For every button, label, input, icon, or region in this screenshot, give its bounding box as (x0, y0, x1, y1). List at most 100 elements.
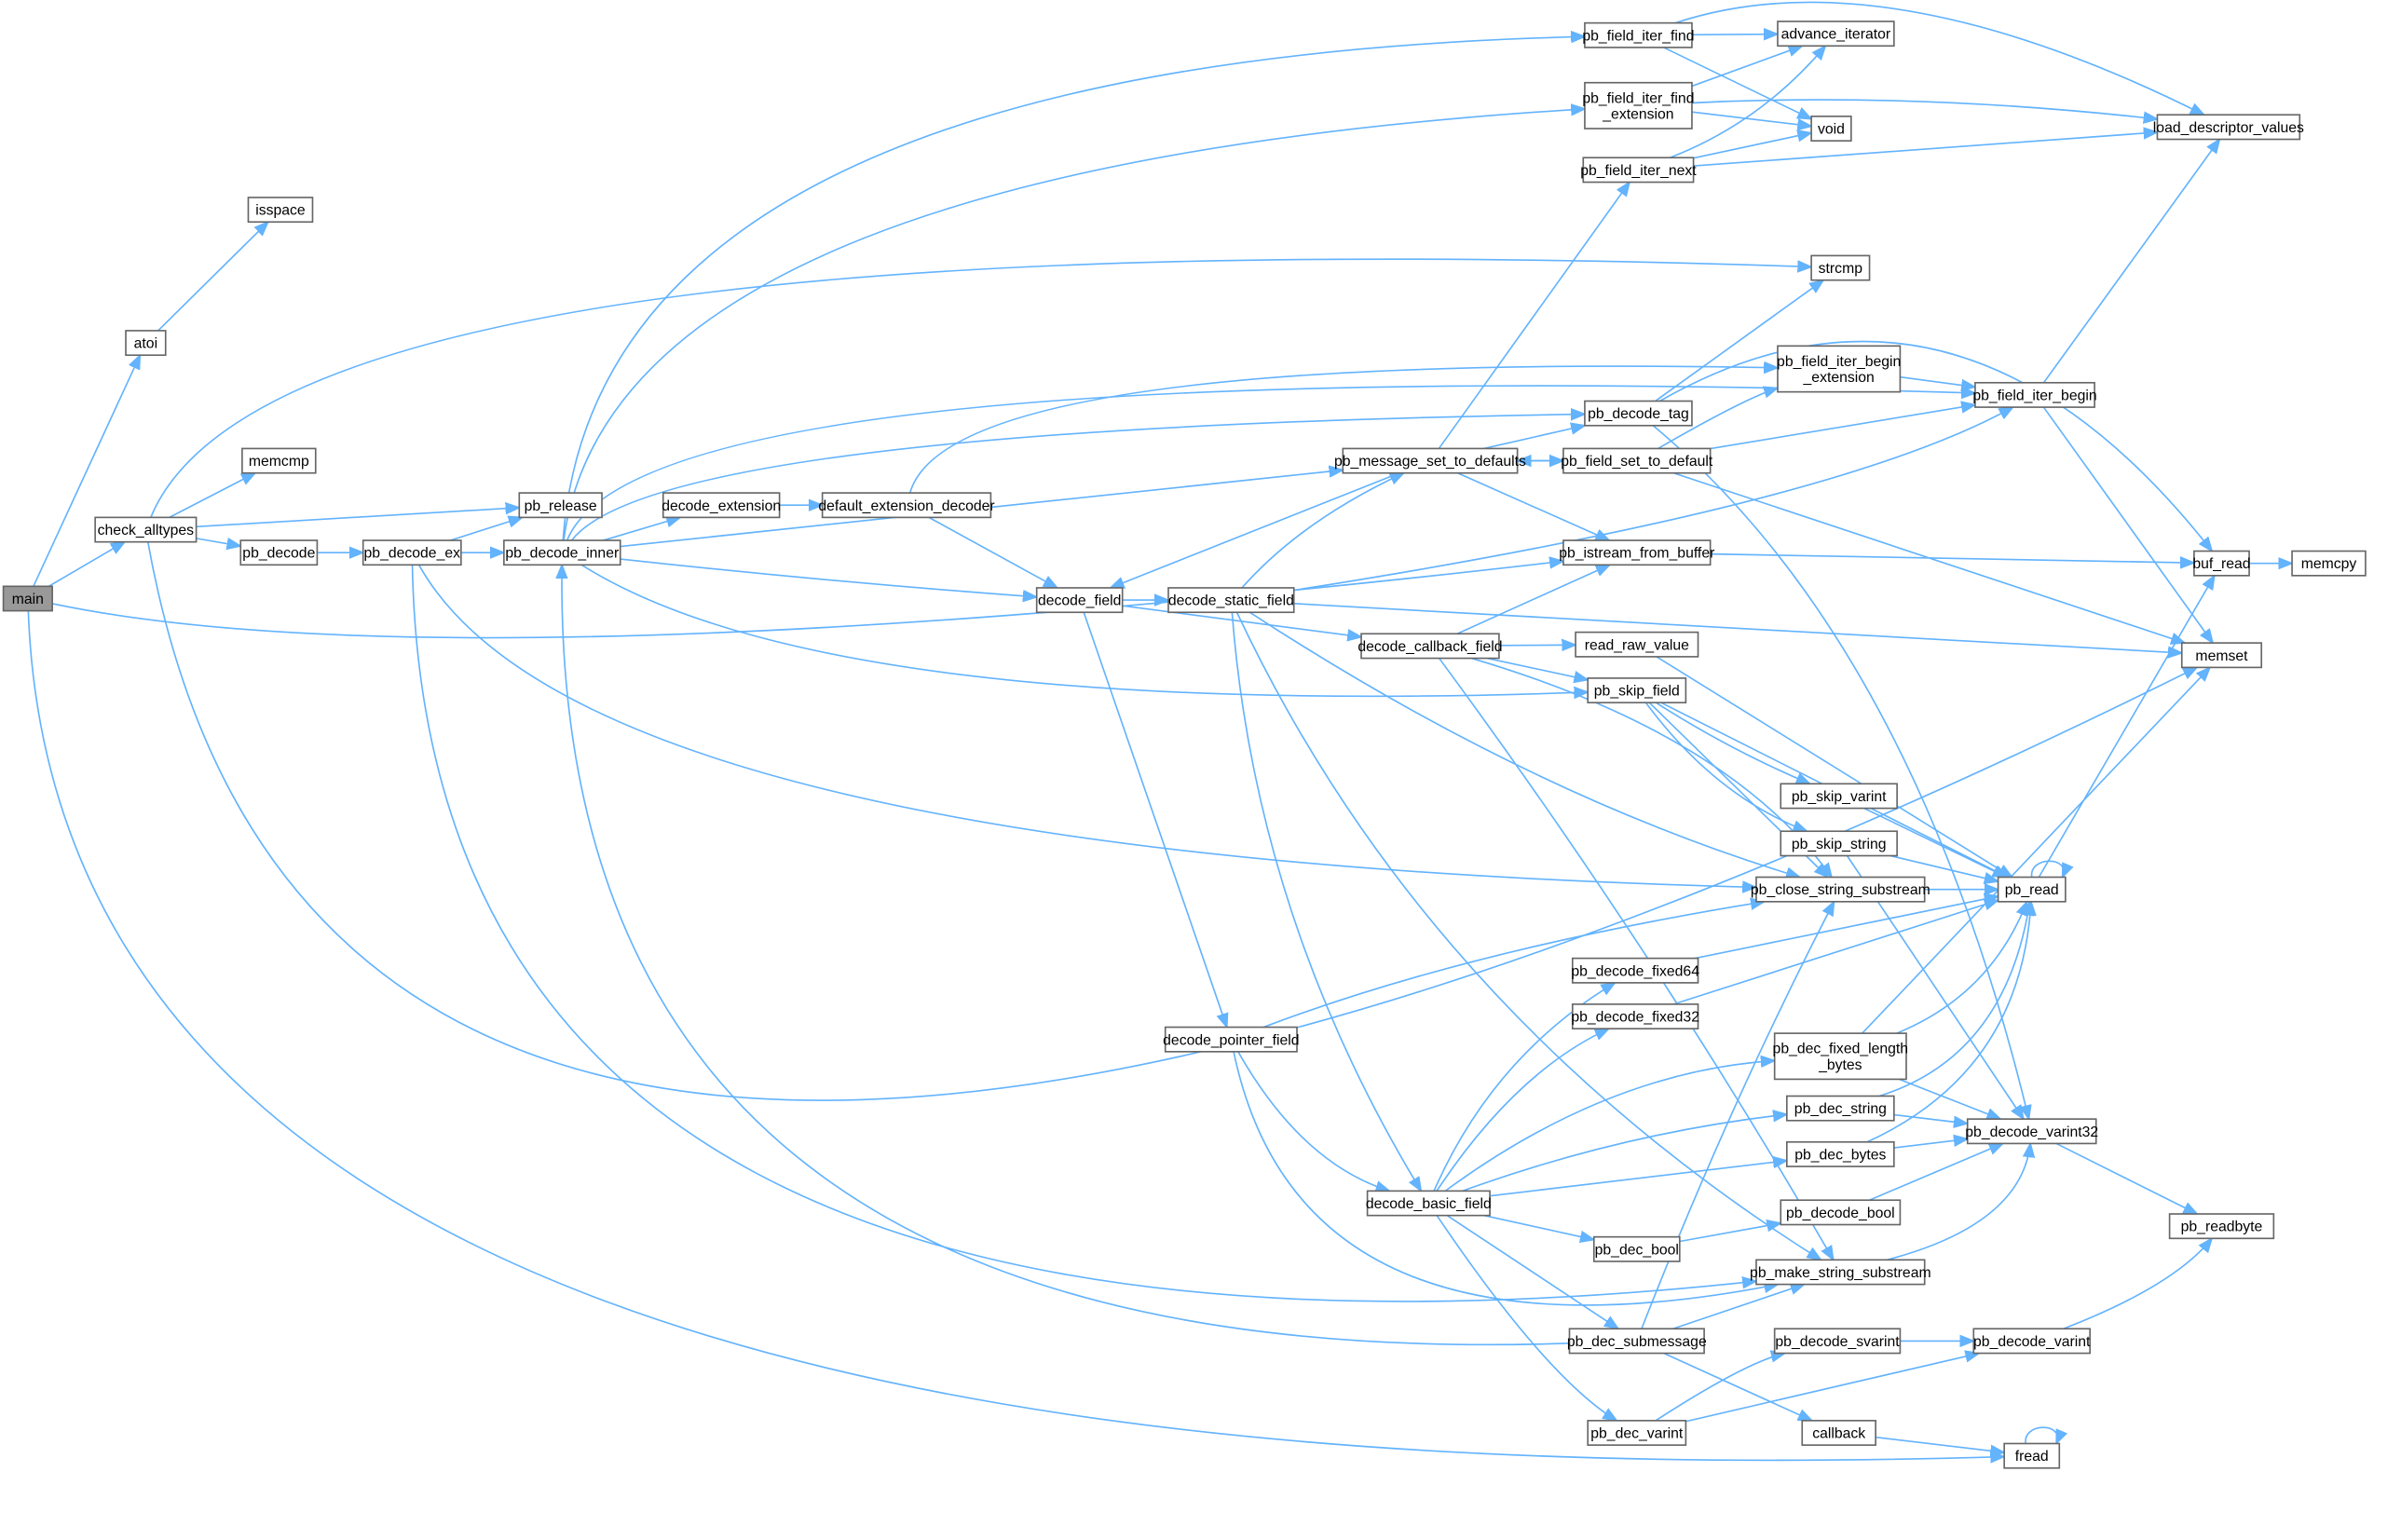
node-read_raw_value[interactable]: read_raw_value (1575, 631, 1699, 658)
edge-decode_static_field-to-pb_make_string_substream (1235, 611, 1821, 1260)
node-box (1780, 830, 1898, 857)
node-pb_istream_from_buffer[interactable]: pb_istream_from_buffer (1559, 539, 1714, 566)
node-pb_decode_bool[interactable]: pb_decode_bool (1780, 1199, 1902, 1226)
node-pb_decode_fixed32[interactable]: pb_decode_fixed32 (1571, 1003, 1699, 1030)
node-label: pb_skip_string (1792, 837, 1887, 852)
edge-pb_field_set_to_default-to-pb_field_iter_begin (1710, 405, 1975, 450)
node-pb_make_string_substream[interactable]: pb_make_string_substream (1750, 1259, 1931, 1286)
edge-check_alltypes-to-pb_decode (196, 538, 241, 546)
edge-check_alltypes-to-pb_release (196, 508, 520, 528)
node-label: void (1818, 122, 1845, 138)
node-callback[interactable]: callback (1801, 1420, 1876, 1446)
node-box (1972, 1328, 2091, 1355)
node-label: pb_dec_submessage (1567, 1334, 1707, 1350)
node-label: memset (2195, 648, 2248, 664)
node-label: _bytes (1818, 1057, 1862, 1073)
node-pb_message_set_to_defaults[interactable]: pb_message_set_to_defaults (1334, 447, 1526, 474)
node-pb_field_iter_begin[interactable]: pb_field_iter_begin (1972, 381, 2097, 408)
node-pb_decode_ex[interactable]: pb_decode_ex (362, 539, 462, 566)
node-load_descriptor_values[interactable]: load_descriptor_values (2153, 114, 2304, 141)
edge-pb_dec_fixed_length_bytes-to-memset (1862, 667, 2210, 1034)
edge-decode_callback_field-to-pb_make_string_substream (1439, 658, 1834, 1261)
node-pb_skip_field[interactable]: pb_skip_field (1587, 677, 1687, 704)
node-buf_read[interactable]: buf_read (2192, 550, 2251, 577)
node-memcmp[interactable]: memcmp (241, 447, 317, 474)
node-pb_dec_string[interactable]: pb_dec_string (1786, 1095, 1895, 1122)
node-memset[interactable]: memset (2180, 642, 2263, 669)
node-pb_field_iter_next[interactable]: pb_field_iter_next (1580, 157, 1697, 184)
node-label: buf_read (2192, 556, 2250, 572)
node-main[interactable]: main (2, 585, 53, 612)
node-box (1810, 254, 1871, 281)
node-pb_close_string_substream[interactable]: pb_close_string_substream (1751, 876, 1930, 903)
node-advance_iterator[interactable]: advance_iterator (1777, 20, 1895, 48)
node-pb_decode_varint32[interactable]: pb_decode_varint32 (1965, 1118, 2098, 1145)
edge-decode_pointer_field-to-pb_close_string_substream (1262, 902, 1765, 1029)
node-decode_pointer_field[interactable]: decode_pointer_field (1163, 1026, 1300, 1053)
node-pb_release[interactable]: pb_release (518, 492, 603, 519)
node-check_alltypes[interactable]: check_alltypes (94, 516, 198, 543)
node-label: decode_callback_field (1357, 639, 1502, 655)
edge-decode_pointer_field-to-pb_make_string_substream (1233, 1051, 1778, 1306)
node-box (518, 492, 603, 519)
node-decode_field[interactable]: decode_field (1035, 587, 1124, 614)
node-pb_dec_submessage[interactable]: pb_dec_submessage (1567, 1328, 1707, 1355)
node-pb_decode_tag[interactable]: pb_decode_tag (1584, 400, 1693, 427)
node-label: decode_basic_field (1366, 1196, 1492, 1212)
node-decode_static_field[interactable]: decode_static_field (1167, 587, 1295, 614)
node-pb_field_iter_find_extension[interactable]: pb_field_iter_find_extension (1582, 81, 1694, 129)
node-box (662, 492, 781, 519)
node-pb_dec_bool[interactable]: pb_dec_bool (1592, 1235, 1681, 1262)
edge-pb_make_string_substream-to-pb_decode_varint32 (1887, 1143, 2030, 1261)
node-pb_read[interactable]: pb_read (1997, 876, 2067, 903)
node-void[interactable]: void (1810, 116, 1852, 142)
node-fread[interactable]: fread (2003, 1442, 2061, 1469)
edge-pb_dec_submessage-to-pb_make_string_substream (1672, 1285, 1805, 1330)
edge-pb_dec_fixed_length_bytes-to-pb_read (1896, 902, 2027, 1034)
edge-pb_field_iter_find-to-void (1663, 47, 1812, 119)
edge-pb_message_set_to_defaults-to-pb_decode_tag (1483, 426, 1585, 450)
node-pb_field_set_to_default[interactable]: pb_field_set_to_default (1561, 447, 1713, 474)
edge-decode_basic_field-to-pb_dec_bool (1483, 1214, 1594, 1240)
node-default_extension_decoder[interactable]: default_extension_decoder (818, 492, 995, 519)
node-label: read_raw_value (1585, 637, 1689, 653)
node-pb_field_iter_begin_extension[interactable]: pb_field_iter_begin_extension (1777, 345, 1901, 393)
node-label: pb_decode_tag (1588, 406, 1689, 422)
node-memcpy[interactable]: memcpy (2291, 550, 2367, 577)
node-strcmp[interactable]: strcmp (1810, 254, 1871, 281)
node-box (1571, 957, 1699, 984)
edge-pb_decode_inner-to-pb_field_iter_begin (566, 385, 1975, 541)
node-atoi[interactable]: atoi (125, 330, 167, 357)
node-pb_decode_svarint[interactable]: pb_decode_svarint (1773, 1328, 1902, 1355)
node-isspace[interactable]: isspace (247, 197, 314, 224)
node-pb_decode_varint[interactable]: pb_decode_varint (1972, 1328, 2091, 1355)
node-pb_field_iter_find[interactable]: pb_field_iter_find (1582, 21, 1694, 48)
edge-pb_decode_fixed32-to-pb_read (1672, 900, 1998, 1005)
node-decode_basic_field[interactable]: decode_basic_field (1366, 1190, 1492, 1217)
node-pb_dec_varint[interactable]: pb_dec_varint (1587, 1420, 1687, 1446)
node-label: pb_read (2005, 882, 2059, 898)
node-decode_extension[interactable]: decode_extension (662, 492, 781, 519)
node-pb_dec_bytes[interactable]: pb_dec_bytes (1786, 1140, 1895, 1167)
node-pb_skip_varint[interactable]: pb_skip_varint (1780, 783, 1898, 810)
node-label: atoi (134, 336, 157, 352)
node-box (241, 447, 317, 474)
node-pb_dec_fixed_length_bytes[interactable]: pb_dec_fixed_length_bytes (1773, 1032, 1909, 1081)
node-label: pb_decode_varint32 (1965, 1124, 2098, 1140)
node-pb_decode_fixed64[interactable]: pb_decode_fixed64 (1571, 957, 1699, 984)
node-pb_decode_inner[interactable]: pb_decode_inner (503, 539, 621, 566)
node-box (1584, 81, 1693, 129)
edge-pb_decode_ex-to-pb_make_string_substream (411, 565, 1756, 1302)
edge-pb_dec_bytes-to-pb_read (1866, 902, 2031, 1143)
node-pb_skip_string[interactable]: pb_skip_string (1780, 830, 1898, 857)
edge-pb_message_set_to_defaults-to-pb_field_iter_next (1438, 183, 1630, 449)
node-label: memcmp (249, 454, 309, 470)
edge-decode_callback_field-to-read_raw_value (1498, 645, 1576, 646)
edge-pb_field_iter_next-to-void (1693, 133, 1812, 159)
node-decode_callback_field[interactable]: decode_callback_field (1357, 633, 1503, 660)
node-label: check_alltypes (98, 523, 195, 538)
edge-pb_message_set_to_defaults-to-decode_field (1111, 471, 1400, 588)
node-pb_readbyte[interactable]: pb_readbyte (2168, 1213, 2275, 1240)
node-pb_decode[interactable]: pb_decode (239, 539, 319, 566)
edge-pb_dec_string-to-pb_decode_varint32 (1893, 1113, 1968, 1124)
